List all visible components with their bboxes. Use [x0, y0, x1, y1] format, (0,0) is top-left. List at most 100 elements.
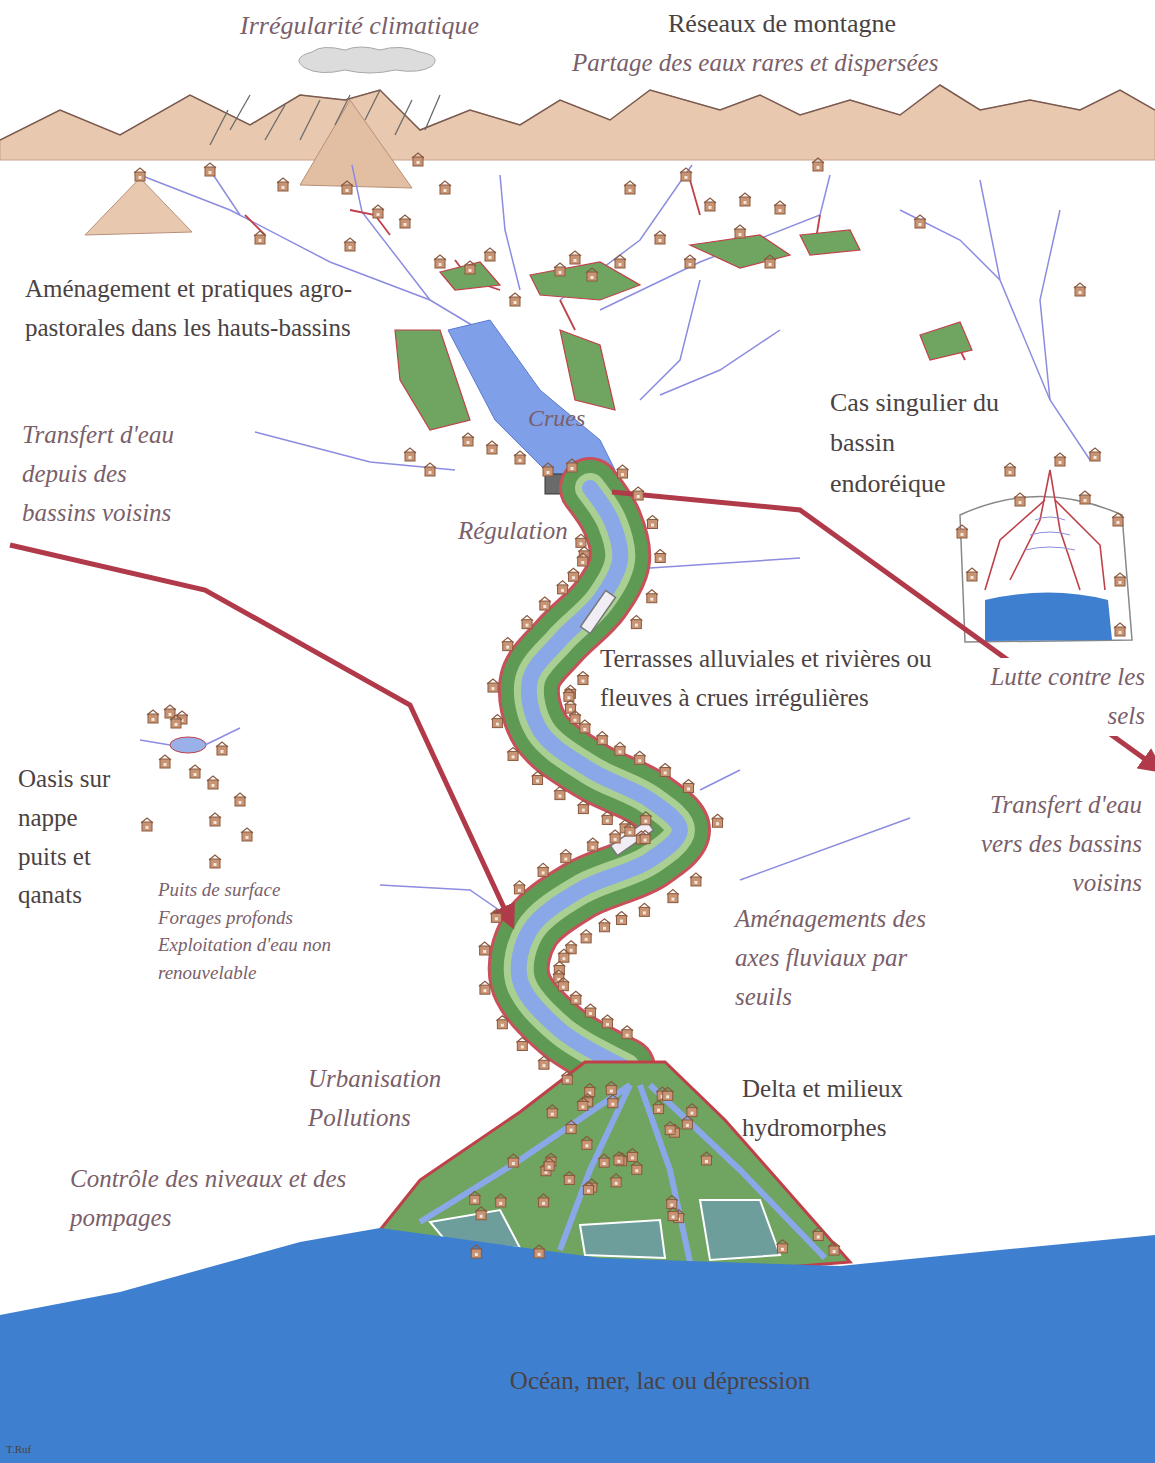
house-icon: [484, 248, 496, 261]
house-icon: [579, 720, 591, 733]
house-icon: [683, 779, 695, 792]
house-icon: [601, 1015, 613, 1028]
house-icon: [277, 178, 289, 191]
house-icon: [587, 838, 599, 851]
endorheic-streams: [985, 470, 1105, 590]
house-icon: [774, 201, 786, 214]
annotation-label: Aménagements des axes fluviaux par seuil…: [735, 900, 935, 1016]
house-icon: [584, 1004, 596, 1017]
house-icon: [577, 1097, 589, 1110]
house-icon: [424, 463, 436, 476]
house-icon: [575, 534, 587, 547]
house-icon: [479, 981, 491, 994]
house-icon: [412, 153, 424, 166]
house-icon: [956, 525, 968, 538]
house-icon: [654, 231, 666, 244]
house-icon: [1054, 453, 1066, 466]
house-icon: [1114, 623, 1126, 636]
annotation-label: Océan, mer, lac ou dépression: [510, 1362, 810, 1401]
annotation-label: T.Ruf: [6, 1442, 31, 1458]
river-band: [519, 488, 680, 1068]
house-icon: [496, 1016, 508, 1029]
house-icon: [1004, 463, 1016, 476]
house-icon: [509, 293, 521, 306]
canals: [245, 180, 965, 360]
house-icon: [617, 465, 629, 478]
house-icon: [914, 215, 926, 228]
house-icon: [966, 568, 978, 581]
salt-flats: [1025, 517, 1075, 550]
house-icon: [533, 1245, 545, 1258]
house-icon: [581, 1136, 593, 1149]
house-icon: [704, 198, 716, 211]
house-icon: [614, 742, 626, 755]
house-icon: [475, 1207, 487, 1220]
annotation-label: Aménagement et pratiques agro-pastorales…: [25, 270, 370, 348]
house-icon: [434, 255, 446, 268]
house-icon: [532, 771, 544, 784]
house-icon: [577, 672, 589, 685]
annotation-label: Transfert d'eau depuis des bassins voisi…: [22, 416, 204, 532]
house-icon: [700, 1152, 712, 1165]
house-icon: [653, 1101, 665, 1114]
transfer-arrow-in: [10, 545, 512, 925]
house-icon: [654, 550, 666, 563]
house-icon: [646, 590, 658, 603]
annotation-label: Puits de surface Forages profonds Exploi…: [158, 876, 336, 986]
house-icon: [734, 225, 746, 238]
house-icon: [632, 487, 644, 500]
house-icon: [241, 828, 253, 841]
house-icon: [439, 181, 451, 194]
house-icon: [812, 158, 824, 171]
house-icon: [667, 1208, 679, 1221]
annotation-label: Contrôle des niveaux et des pompages: [70, 1160, 350, 1238]
house-icon: [684, 255, 696, 268]
salt-lake: [985, 593, 1112, 642]
house-icon: [598, 1154, 610, 1167]
house-icon: [209, 855, 221, 868]
house-icon: [553, 961, 565, 974]
house-icon: [828, 1242, 840, 1255]
cloud: [299, 47, 435, 73]
house-icon: [647, 515, 659, 528]
annotation-label: Urbanisation Pollutions: [308, 1060, 478, 1138]
annotation-label: Crues: [528, 400, 585, 437]
house-icon: [134, 168, 146, 181]
house-icon: [234, 793, 246, 806]
mountain-peak: [300, 100, 412, 188]
house-icon: [563, 1171, 575, 1184]
house-icon: [399, 215, 411, 228]
house-icon: [739, 193, 751, 206]
weir: [580, 591, 615, 634]
house-icon: [542, 463, 554, 476]
mountain-band: [0, 85, 1155, 160]
house-icon: [254, 231, 266, 244]
house-icon: [664, 1122, 676, 1135]
house-icon: [561, 1071, 573, 1084]
house-icon: [558, 949, 570, 962]
house-icon: [577, 553, 589, 566]
house-icon: [681, 1116, 693, 1129]
house-icon: [686, 1104, 698, 1117]
house-icon: [502, 638, 514, 651]
house-icon: [659, 763, 671, 776]
house-icon: [616, 912, 628, 925]
house-icon: [341, 181, 353, 194]
house-icon: [538, 1056, 550, 1069]
house-icon: [712, 814, 724, 827]
house-icon: [634, 751, 646, 764]
house-icon: [812, 1228, 824, 1241]
annotation-label: Terrasses alluviales et rivières ou fleu…: [600, 640, 935, 718]
house-icon: [601, 811, 613, 824]
house-icon: [609, 830, 621, 843]
river-band: [519, 488, 680, 1068]
mountain-peak: [85, 178, 192, 235]
house-icon: [662, 1087, 674, 1100]
house-icon: [596, 732, 608, 745]
river-band: [519, 488, 680, 1068]
house-icon: [569, 711, 581, 724]
house-icon: [464, 261, 476, 274]
house-icon: [605, 1082, 617, 1095]
